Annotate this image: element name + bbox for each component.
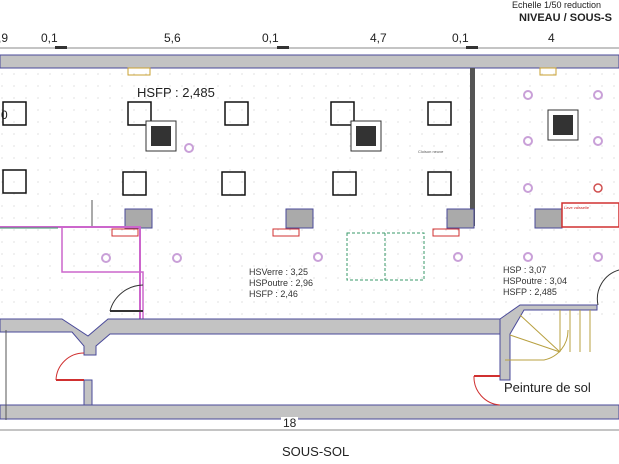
dimension-label: ,9	[0, 31, 9, 45]
room-height-label: HSFP : 2,485	[137, 85, 215, 100]
dimension-label: 4,7	[370, 31, 387, 45]
floor-paint-label: Peinture de sol	[504, 380, 591, 395]
height-note-right: HSP : 3,07 HSPoutre : 3,04 HSFP : 2,485	[503, 265, 567, 298]
partitions	[0, 200, 144, 320]
ac-units	[145, 109, 579, 152]
dimension-total: 18	[281, 416, 299, 430]
walls-bottom	[0, 304, 619, 420]
wall-top	[0, 54, 619, 69]
ceiling-lights	[101, 90, 603, 263]
level-name: SOUS-SOL	[282, 444, 350, 459]
vent	[127, 67, 151, 76]
room-label-partial: 0	[1, 108, 8, 122]
plan-title: NIVEAU / SOUS-S	[519, 12, 612, 24]
windows	[2, 101, 452, 196]
wall-partition	[470, 68, 475, 226]
staircase	[505, 310, 591, 361]
floor-grid	[0, 68, 619, 320]
hsverre: HSVerre : 3,25	[249, 267, 309, 277]
lave-vaisselle-label: Lave vaisselle	[564, 205, 590, 210]
hsfp: HSFP : 2,485	[503, 287, 557, 297]
dimension-label: 0,1	[41, 31, 58, 45]
hspoutre: HSPoutre : 3,04	[503, 276, 568, 286]
hsfp: HSFP : 2,46	[249, 289, 298, 299]
dimension-label: 0,1	[452, 31, 469, 45]
vent	[539, 67, 557, 76]
dimension-ticks	[55, 46, 478, 49]
height-note-middle: HSVerre : 3,25 HSPoutre : 2,96 HSFP : 2,…	[249, 267, 313, 300]
hsp: HSP : 3,07	[503, 265, 547, 275]
scale-note: Echelle 1/50 reduction	[512, 0, 602, 10]
doors	[55, 269, 619, 406]
cloison-label: Cloison neuve	[418, 149, 444, 154]
radiators	[111, 202, 619, 237]
hspoutre: HSPoutre : 2,96	[249, 278, 314, 288]
dashed-zone	[346, 232, 425, 281]
dimension-label: 5,6	[164, 31, 181, 45]
dimension-label: 0,1	[262, 31, 279, 45]
dimension-label: 4	[548, 31, 555, 45]
